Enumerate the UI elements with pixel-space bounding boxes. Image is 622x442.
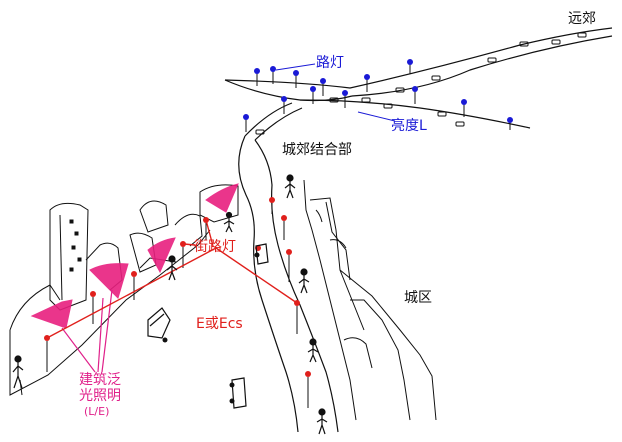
person-icon — [223, 211, 235, 233]
pedestrians — [12, 174, 328, 435]
street-lamp-icon — [310, 86, 316, 104]
person-icon — [307, 338, 319, 363]
street-lamp-icon — [286, 249, 292, 282]
person-icon — [298, 268, 310, 294]
street-lamp-icon — [294, 300, 300, 334]
label-downtown: 城区 — [404, 290, 432, 306]
label-street-lamp: 路灯 — [316, 55, 344, 71]
label-urban-fringe: 城郊结合部 — [282, 142, 352, 158]
person-icon — [166, 255, 178, 281]
label-downtown-lamp: 街路灯 — [194, 239, 236, 255]
street-lamp-icon — [269, 197, 275, 214]
label-floodlight-line3: (L/E) — [84, 405, 110, 418]
street-lamp-icon — [342, 90, 348, 108]
label-brightness: 亮度L — [391, 118, 427, 134]
floodlight-cones — [30, 183, 239, 329]
right-buildings — [303, 179, 437, 421]
street-lamp-icon — [507, 117, 513, 130]
street-lamp-icon — [461, 99, 467, 117]
street-lamp-icon — [364, 74, 370, 92]
suburban-road — [224, 27, 613, 141]
left-buildings — [9, 184, 239, 396]
street-lamp-icon — [90, 291, 96, 324]
street-lamp-icon — [293, 70, 299, 88]
label-floodlight-line1: 建筑泛 — [79, 372, 121, 388]
street-lamp-icon — [407, 59, 413, 74]
suburban-cars — [255, 32, 587, 135]
illuminance-lines — [46, 219, 298, 339]
blue-leaders — [275, 63, 396, 122]
street-lamp-icon — [270, 66, 276, 84]
label-illuminance: E或Ecs — [196, 316, 243, 332]
person-icon — [316, 408, 328, 435]
person-icon — [12, 355, 24, 389]
street-lamp-icon — [131, 271, 137, 300]
street-lamp-icon — [281, 96, 287, 114]
street-lamp-icon — [305, 371, 311, 408]
street-lamp-icon — [44, 335, 50, 372]
street-lamp-icon — [412, 86, 418, 104]
street-lamp-icon — [320, 78, 326, 96]
wheels — [162, 252, 260, 404]
city-cars — [147, 243, 269, 409]
person-icon — [284, 174, 296, 199]
street-lamp-icon — [180, 241, 186, 268]
label-floodlight-line2: 光照明 — [79, 388, 121, 404]
street-lamp-icon — [254, 68, 260, 86]
label-suburb: 远郊 — [568, 11, 596, 27]
blue-street-lamps — [243, 59, 513, 132]
street-lamp-icon — [243, 114, 249, 132]
street-lamp-icon — [281, 215, 287, 240]
